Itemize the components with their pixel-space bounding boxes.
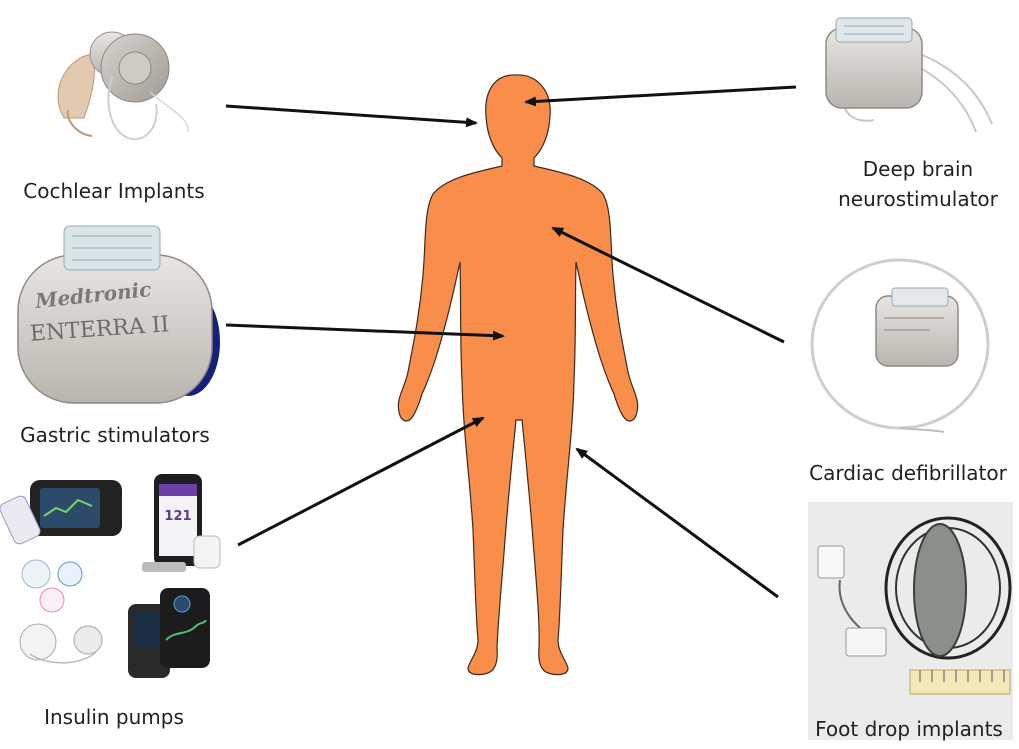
- label-gastric-stimulators: Gastric stimulators: [10, 420, 220, 450]
- insulin-screen-value: 121: [164, 509, 191, 524]
- insulin-pumps-image: 121: [0, 474, 220, 678]
- label-foot-drop-implants: Foot drop implants: [806, 714, 1012, 744]
- arrow-insulin-to-thigh: [238, 418, 483, 545]
- label-cochlear-implants: Cochlear Implants: [14, 176, 214, 206]
- deep-brain-neurostimulator-image: [826, 18, 992, 132]
- foot-drop-implant-image: [808, 502, 1013, 740]
- arrow-cochlear-to-head: [226, 106, 476, 123]
- label-cardiac-defibrillator: Cardiac defibrillator: [800, 458, 1016, 488]
- label-deep-brain-neurostimulator: Deep brain neurostimulator: [828, 154, 1008, 214]
- human-body-silhouette: [398, 75, 637, 675]
- cochlear-implant-image: [58, 32, 188, 139]
- arrow-footdrop-to-leg: [577, 449, 778, 597]
- label-deep-brain-line-2: neurostimulator: [828, 184, 1008, 214]
- arrow-deep-brain-to-head: [526, 87, 796, 102]
- gastric-stimulator-image: Medtronic ENTERRA II: [18, 226, 220, 403]
- cardiac-defibrillator-image: [812, 260, 988, 432]
- label-insulin-pumps: Insulin pumps: [14, 702, 214, 732]
- label-deep-brain-line-1: Deep brain: [828, 154, 1008, 184]
